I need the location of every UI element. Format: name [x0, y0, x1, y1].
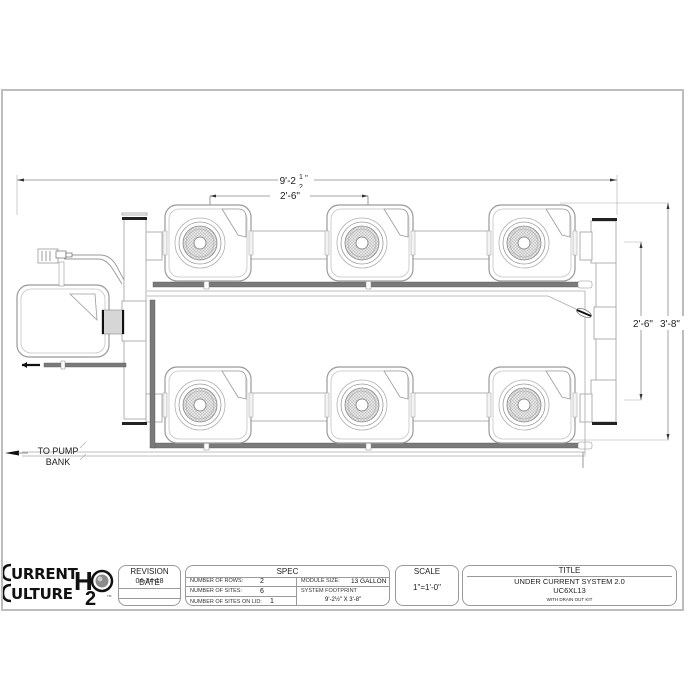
module-5 — [324, 366, 416, 444]
module-2 — [324, 204, 416, 282]
title-line-2: UC6XL13 — [553, 586, 586, 595]
scale-header: SCALE — [413, 567, 441, 576]
sites-on-lid-value: 1 — [270, 598, 274, 605]
logo-trademark: TM — [107, 594, 112, 598]
logo-text-line-2: ULTURE — [11, 585, 73, 603]
drawing-border — [1, 89, 684, 611]
svg-text:2'-6": 2'-6" — [280, 191, 300, 202]
overall-length-dimension: 9'-2 1 2 " — [16, 170, 618, 215]
system-layout-drawing: 9'-2 1 2 " 2'-6" 2' — [5, 170, 687, 468]
module-1 — [162, 204, 254, 282]
spec-header: SPEC — [186, 566, 389, 578]
module-3 — [486, 204, 578, 282]
svg-text:9'-2: 9'-2 — [280, 176, 297, 187]
svg-text:H: H — [74, 566, 93, 596]
pump-bank-callout: TO PUMP BANK — [5, 441, 87, 467]
svg-text:": " — [305, 174, 308, 183]
current-culture-logo: H 2 URRENT ULTURE TM — [3, 563, 115, 607]
right-manifold — [579, 218, 617, 425]
return-line — [22, 290, 586, 457]
svg-text:TO PUMP: TO PUMP — [38, 446, 79, 456]
module-6 — [486, 366, 578, 444]
check-valve-icon — [576, 307, 592, 319]
bucket-drain-line — [22, 360, 127, 370]
title-header: TITLE — [558, 566, 581, 575]
svg-text:2: 2 — [299, 184, 303, 191]
control-bucket — [16, 254, 125, 358]
title-line-3: WITH DRAIN OUT KIT — [546, 597, 593, 602]
module-4 — [162, 366, 254, 444]
scale-value: 1"=1'-0" — [413, 583, 441, 592]
rows-label: NUMBER OF ROWS: — [190, 578, 244, 584]
svg-text:3'-8": 3'-8" — [660, 319, 680, 330]
module-size-value: 13 GALLON — [351, 578, 387, 585]
logo-text-line-1: URRENT — [11, 565, 78, 583]
spec-box: SPEC NUMBER OF ROWS: 2 NUMBER OF SITES: … — [185, 565, 390, 606]
width-dimensions: 2'-6" 3'-8" — [560, 202, 687, 441]
svg-text:1: 1 — [299, 174, 303, 181]
revision-date-box: REVISION DATE 04-24-18 — [118, 565, 181, 606]
revision-date-header: REVISION DATE — [130, 567, 169, 587]
left-manifold — [121, 212, 163, 425]
svg-text:2'-6": 2'-6" — [633, 319, 653, 330]
title-line-1: UNDER CURRENT SYSTEM 2.0 — [467, 576, 672, 586]
svg-text:BANK: BANK — [46, 457, 71, 467]
sites-label: NUMBER OF SITES: — [190, 588, 242, 594]
footprint-value: 9'-2½" X 3'-8" — [325, 597, 362, 603]
footprint-label: SYSTEM FOOTPRINT — [301, 588, 357, 594]
sites-on-lid-label: NUMBER OF SITES ON LID: — [190, 599, 262, 605]
svg-text:2: 2 — [85, 588, 96, 607]
revision-date-value: 04-24-18 — [119, 577, 180, 589]
module-connector-pipes — [249, 230, 491, 422]
module-size-label: MODULE SIZE: — [301, 578, 340, 584]
drain-hoses — [149, 279, 593, 451]
sites-value: 6 — [260, 588, 264, 595]
fill-valve-icon — [37, 248, 73, 264]
rows-value: 2 — [260, 578, 264, 585]
scale-box: SCALE 1"=1'-0" — [395, 565, 459, 606]
title-box: TITLE UNDER CURRENT SYSTEM 2.0 UC6XL13 W… — [462, 565, 677, 606]
